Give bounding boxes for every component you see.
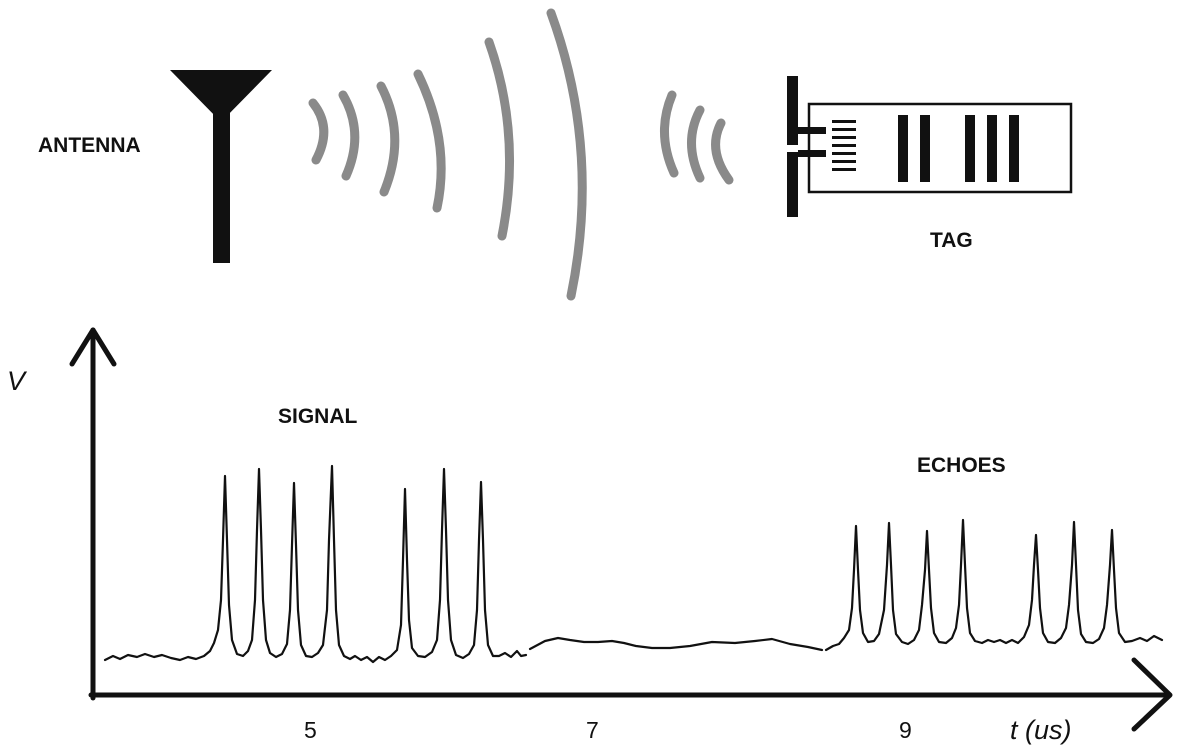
radio-wave-icon	[376, 81, 400, 197]
plot-axes	[69, 327, 1173, 732]
y-axis-arrowhead	[69, 327, 117, 367]
x-axis-arrowhead	[1131, 657, 1173, 732]
signal-trace	[103, 464, 528, 664]
outgoing-waves	[308, 8, 587, 301]
baseline-trace	[528, 636, 824, 652]
rfid-tag-icon	[787, 76, 1073, 217]
echo-trace	[824, 518, 1164, 652]
antenna-label: ANTENNA	[38, 134, 141, 157]
radio-wave-icon	[687, 105, 705, 183]
x-axis-label: t (us)	[1010, 715, 1072, 745]
radio-wave-icon	[660, 90, 679, 178]
radio-wave-icon	[711, 118, 734, 185]
signal-label: SIGNAL	[278, 405, 358, 428]
tag-label: TAG	[930, 229, 973, 252]
radio-wave-icon	[308, 98, 329, 165]
x-tick-label: 7	[586, 717, 599, 743]
echo-waves	[660, 90, 734, 185]
antenna-icon	[170, 70, 272, 263]
y-axis-label: V	[7, 366, 28, 396]
x-tick-label: 9	[899, 717, 912, 743]
x-tick-label: 5	[304, 717, 317, 743]
radio-wave-icon	[484, 37, 515, 241]
radio-wave-icon	[338, 90, 360, 181]
radio-wave-icon	[546, 8, 587, 301]
radio-wave-icon	[413, 69, 446, 213]
echoes-label: ECHOES	[917, 454, 1006, 477]
